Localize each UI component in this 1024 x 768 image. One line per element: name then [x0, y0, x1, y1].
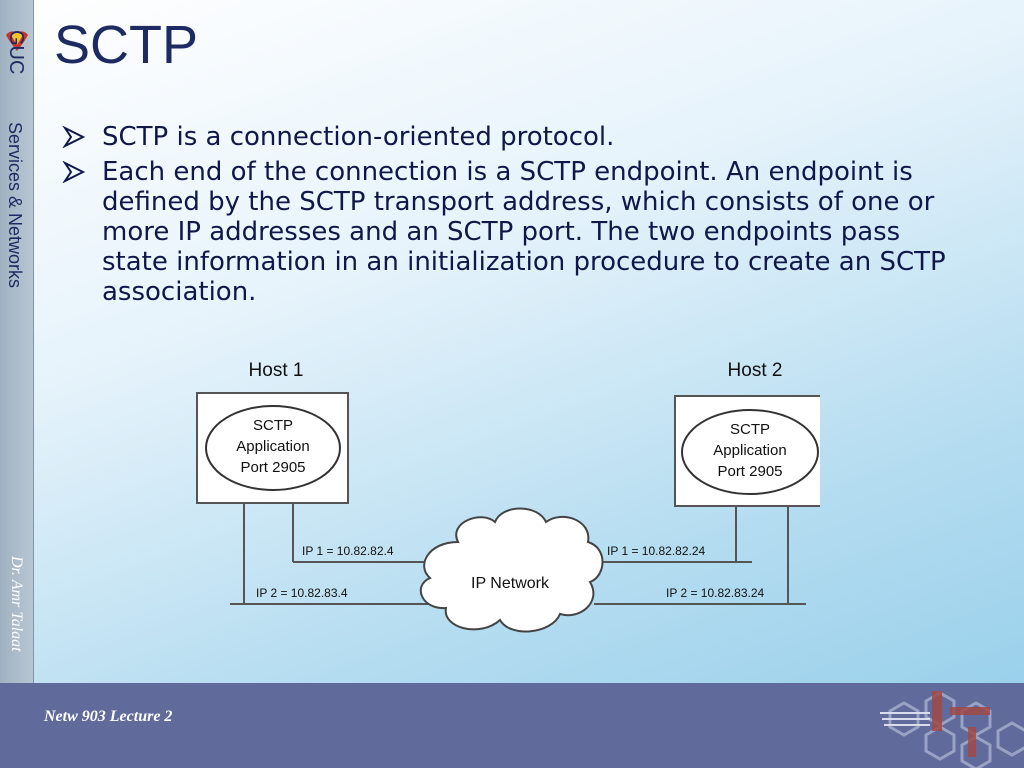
bullet-item: SCTP is a connection-oriented protocol.	[62, 122, 962, 152]
course-name: Services & Networks	[5, 122, 25, 289]
logo-text: GUC	[5, 30, 27, 75]
host1-app-line2: Application	[236, 438, 309, 455]
network-decoration-icon	[880, 691, 1024, 768]
host2-app-line3: Port 2905	[717, 463, 782, 480]
host2-app-line2: Application	[713, 442, 786, 459]
guc-logo-icon	[6, 31, 28, 51]
bullet-text: Each end of the connection is a SCTP end…	[102, 157, 946, 307]
arrow-bullet-icon	[62, 161, 86, 183]
footer-bar	[0, 683, 1024, 768]
bullet-list: SCTP is a connection-oriented protocol. …	[62, 122, 962, 312]
ip-network-label: IP Network	[471, 575, 550, 592]
host2-app-ellipse	[681, 409, 819, 495]
host1-label: Host 1	[249, 360, 304, 381]
bullet-item: Each end of the connection is a SCTP end…	[62, 157, 962, 307]
host1-app-line1: SCTP	[253, 417, 293, 434]
ip-network-cloud	[419, 507, 604, 633]
host2-app-line1: SCTP	[730, 421, 770, 438]
host2-label: Host 2	[728, 360, 783, 381]
host2-ip2-label: IP 2 = 10.82.83.24	[666, 586, 765, 600]
left-sidebar: GUC Services & Networks Dr. Amr Talaat	[0, 0, 34, 683]
host1-app-ellipse	[205, 405, 341, 491]
sctp-diagram: Host 1 SCTP Application Port 2905 Host 2…	[196, 360, 820, 633]
arrow-bullet-icon	[62, 126, 86, 148]
slide-title: SCTP	[54, 15, 199, 75]
bullet-text: SCTP is a connection-oriented protocol.	[102, 122, 615, 152]
host2-ip1-label: IP 1 = 10.82.82.24	[607, 544, 706, 558]
lecture-label: Netw 903 Lecture 2	[44, 708, 173, 725]
host1-ip1-label: IP 1 = 10.82.82.4	[302, 544, 394, 558]
host1-ip2-label: IP 2 = 10.82.83.4	[256, 586, 348, 600]
author-name: Dr. Amr Talaat	[8, 556, 25, 652]
host1-app-line3: Port 2905	[240, 459, 305, 476]
